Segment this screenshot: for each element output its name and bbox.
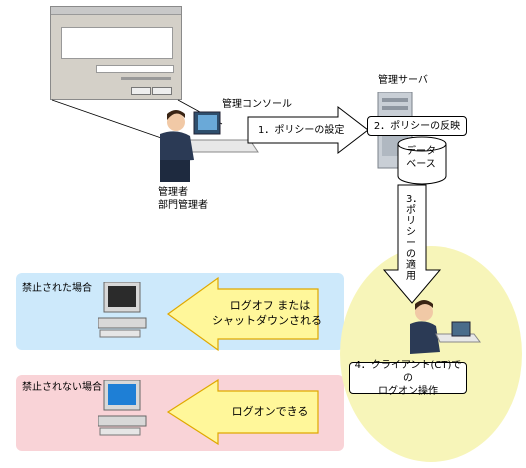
prohibited-pc-icon <box>98 282 147 338</box>
database-icon <box>397 136 447 185</box>
window-button-cancel <box>152 87 172 95</box>
allowed-title: 禁止されない場合 <box>22 382 102 393</box>
prohibited-result-line2: シャットダウンされる <box>212 314 322 327</box>
step1-label: 1．ポリシーの設定 <box>258 125 345 136</box>
step3-arrow <box>382 184 442 304</box>
window-panel <box>61 27 173 59</box>
database-label: データ ベース <box>406 146 436 170</box>
admin-label-line2: 部門管理者 <box>158 200 208 211</box>
admin-label-line1: 管理者 <box>158 187 188 198</box>
step3-label: 3．ポリシーの適用 <box>406 194 423 282</box>
allowed-pc-icon <box>98 380 147 436</box>
allowed-arrow <box>166 378 319 446</box>
server-label: 管理サーバ <box>378 75 428 86</box>
prohibited-result-line1: ログオフ または <box>229 299 311 312</box>
step2-label: 2．ポリシーの反映 <box>367 116 467 136</box>
admin-person-icon <box>160 110 259 182</box>
allowed-result: ログオンできる <box>231 405 309 418</box>
prohibited-title: 禁止された場合 <box>22 283 92 294</box>
window-button-ok <box>131 87 151 95</box>
client-person-icon <box>410 300 481 354</box>
console-label: 管理コンソール <box>222 99 292 110</box>
client-operation-label: 4．クライアント(CT)での ログオン操作 <box>349 359 467 397</box>
client-label-line1: 4．クライアント(CT)での <box>354 359 462 384</box>
window-titlebar <box>51 7 181 15</box>
window-input <box>96 65 174 73</box>
console-window <box>50 6 182 100</box>
step1-arrow <box>247 105 369 155</box>
prohibited-arrow <box>166 276 319 352</box>
window-checkbox-row <box>121 77 171 80</box>
client-label-line2: ログオン操作 <box>378 385 438 397</box>
